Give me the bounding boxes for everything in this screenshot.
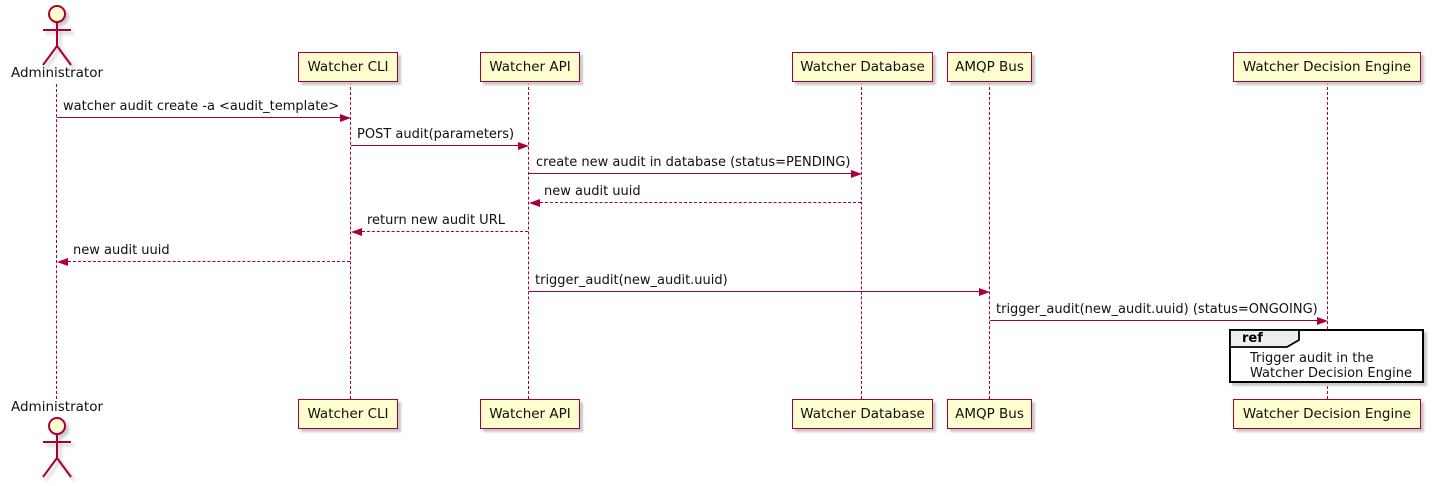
actor-label-bottom: Administrator	[10, 399, 104, 415]
participant-watcher-cli-top: Watcher CLI	[298, 52, 398, 82]
participant-label: Watcher API	[489, 406, 571, 422]
participant-amqp-bus-top: AMQP Bus	[947, 52, 1032, 82]
message-arrow-8	[990, 320, 1317, 321]
message-arrow-1	[57, 117, 340, 118]
participant-label: Watcher API	[489, 59, 571, 75]
participant-label: Watcher Decision Engine	[1242, 406, 1412, 422]
lifeline-amqp-bus	[989, 82, 990, 399]
lifeline-watcher-database	[861, 82, 862, 399]
ref-text-line: Watcher Decision Engine	[1250, 366, 1412, 381]
ref-tab-shape	[1230, 330, 1300, 348]
arrowhead-right-icon	[851, 170, 862, 178]
arrowhead-right-icon	[979, 288, 990, 296]
participant-label: AMQP Bus	[955, 406, 1024, 422]
message-arrow-2	[351, 145, 518, 146]
actor-label-top: Administrator	[10, 65, 104, 81]
message-arrow-4	[540, 202, 861, 203]
message-label-5: return new audit URL	[367, 213, 505, 228]
message-arrow-3	[529, 173, 851, 174]
ref-keyword: ref	[1242, 331, 1263, 346]
message-label-3: create new audit in database (status=PEN…	[536, 155, 851, 170]
lifeline-watcher-api	[528, 82, 529, 399]
message-label-1: watcher audit create -a <audit_template>	[63, 99, 340, 114]
message-arrow-5	[362, 231, 528, 232]
actor-icon-top	[42, 5, 72, 66]
participant-watcher-cli-bottom: Watcher CLI	[298, 399, 398, 429]
participant-label: AMQP Bus	[955, 59, 1024, 75]
participant-label: Watcher Decision Engine	[1242, 59, 1412, 75]
participant-label: Watcher CLI	[307, 406, 389, 422]
arrowhead-left-icon	[351, 228, 362, 236]
message-label-2: POST audit(parameters)	[357, 127, 515, 142]
message-label-6: new audit uuid	[73, 243, 170, 258]
arrowhead-right-icon	[1317, 317, 1328, 325]
participant-label: Watcher Database	[800, 406, 925, 422]
participant-label: Watcher Database	[800, 59, 925, 75]
message-label-7: trigger_audit(new_audit.uuid)	[535, 273, 728, 288]
lifeline-watcher-cli	[350, 82, 351, 399]
ref-frame: ref Trigger audit in the Watcher Decisio…	[1229, 329, 1424, 383]
message-arrow-6	[68, 261, 350, 262]
arrowhead-right-icon	[340, 114, 351, 122]
participant-watcher-decision-engine-top: Watcher Decision Engine	[1233, 52, 1421, 82]
participant-label: Watcher CLI	[307, 59, 389, 75]
arrowhead-right-icon	[518, 142, 529, 150]
lifeline-administrator	[56, 84, 57, 399]
participant-watcher-database-bottom: Watcher Database	[792, 399, 933, 429]
participant-watcher-decision-engine-bottom: Watcher Decision Engine	[1233, 399, 1421, 429]
participant-watcher-api-bottom: Watcher API	[480, 399, 580, 429]
lifeline-watcher-decision-engine	[1327, 82, 1328, 399]
arrowhead-left-icon	[529, 199, 540, 207]
actor-icon-bottom	[42, 417, 72, 478]
message-arrow-7	[529, 291, 979, 292]
message-label-4: new audit uuid	[544, 184, 641, 199]
participant-watcher-database-top: Watcher Database	[792, 52, 933, 82]
participant-amqp-bus-bottom: AMQP Bus	[947, 399, 1032, 429]
participant-watcher-api-top: Watcher API	[480, 52, 580, 82]
message-label-8: trigger_audit(new_audit.uuid) (status=ON…	[996, 302, 1318, 317]
arrowhead-left-icon	[57, 258, 68, 266]
ref-text-line: Trigger audit in the	[1250, 351, 1374, 366]
